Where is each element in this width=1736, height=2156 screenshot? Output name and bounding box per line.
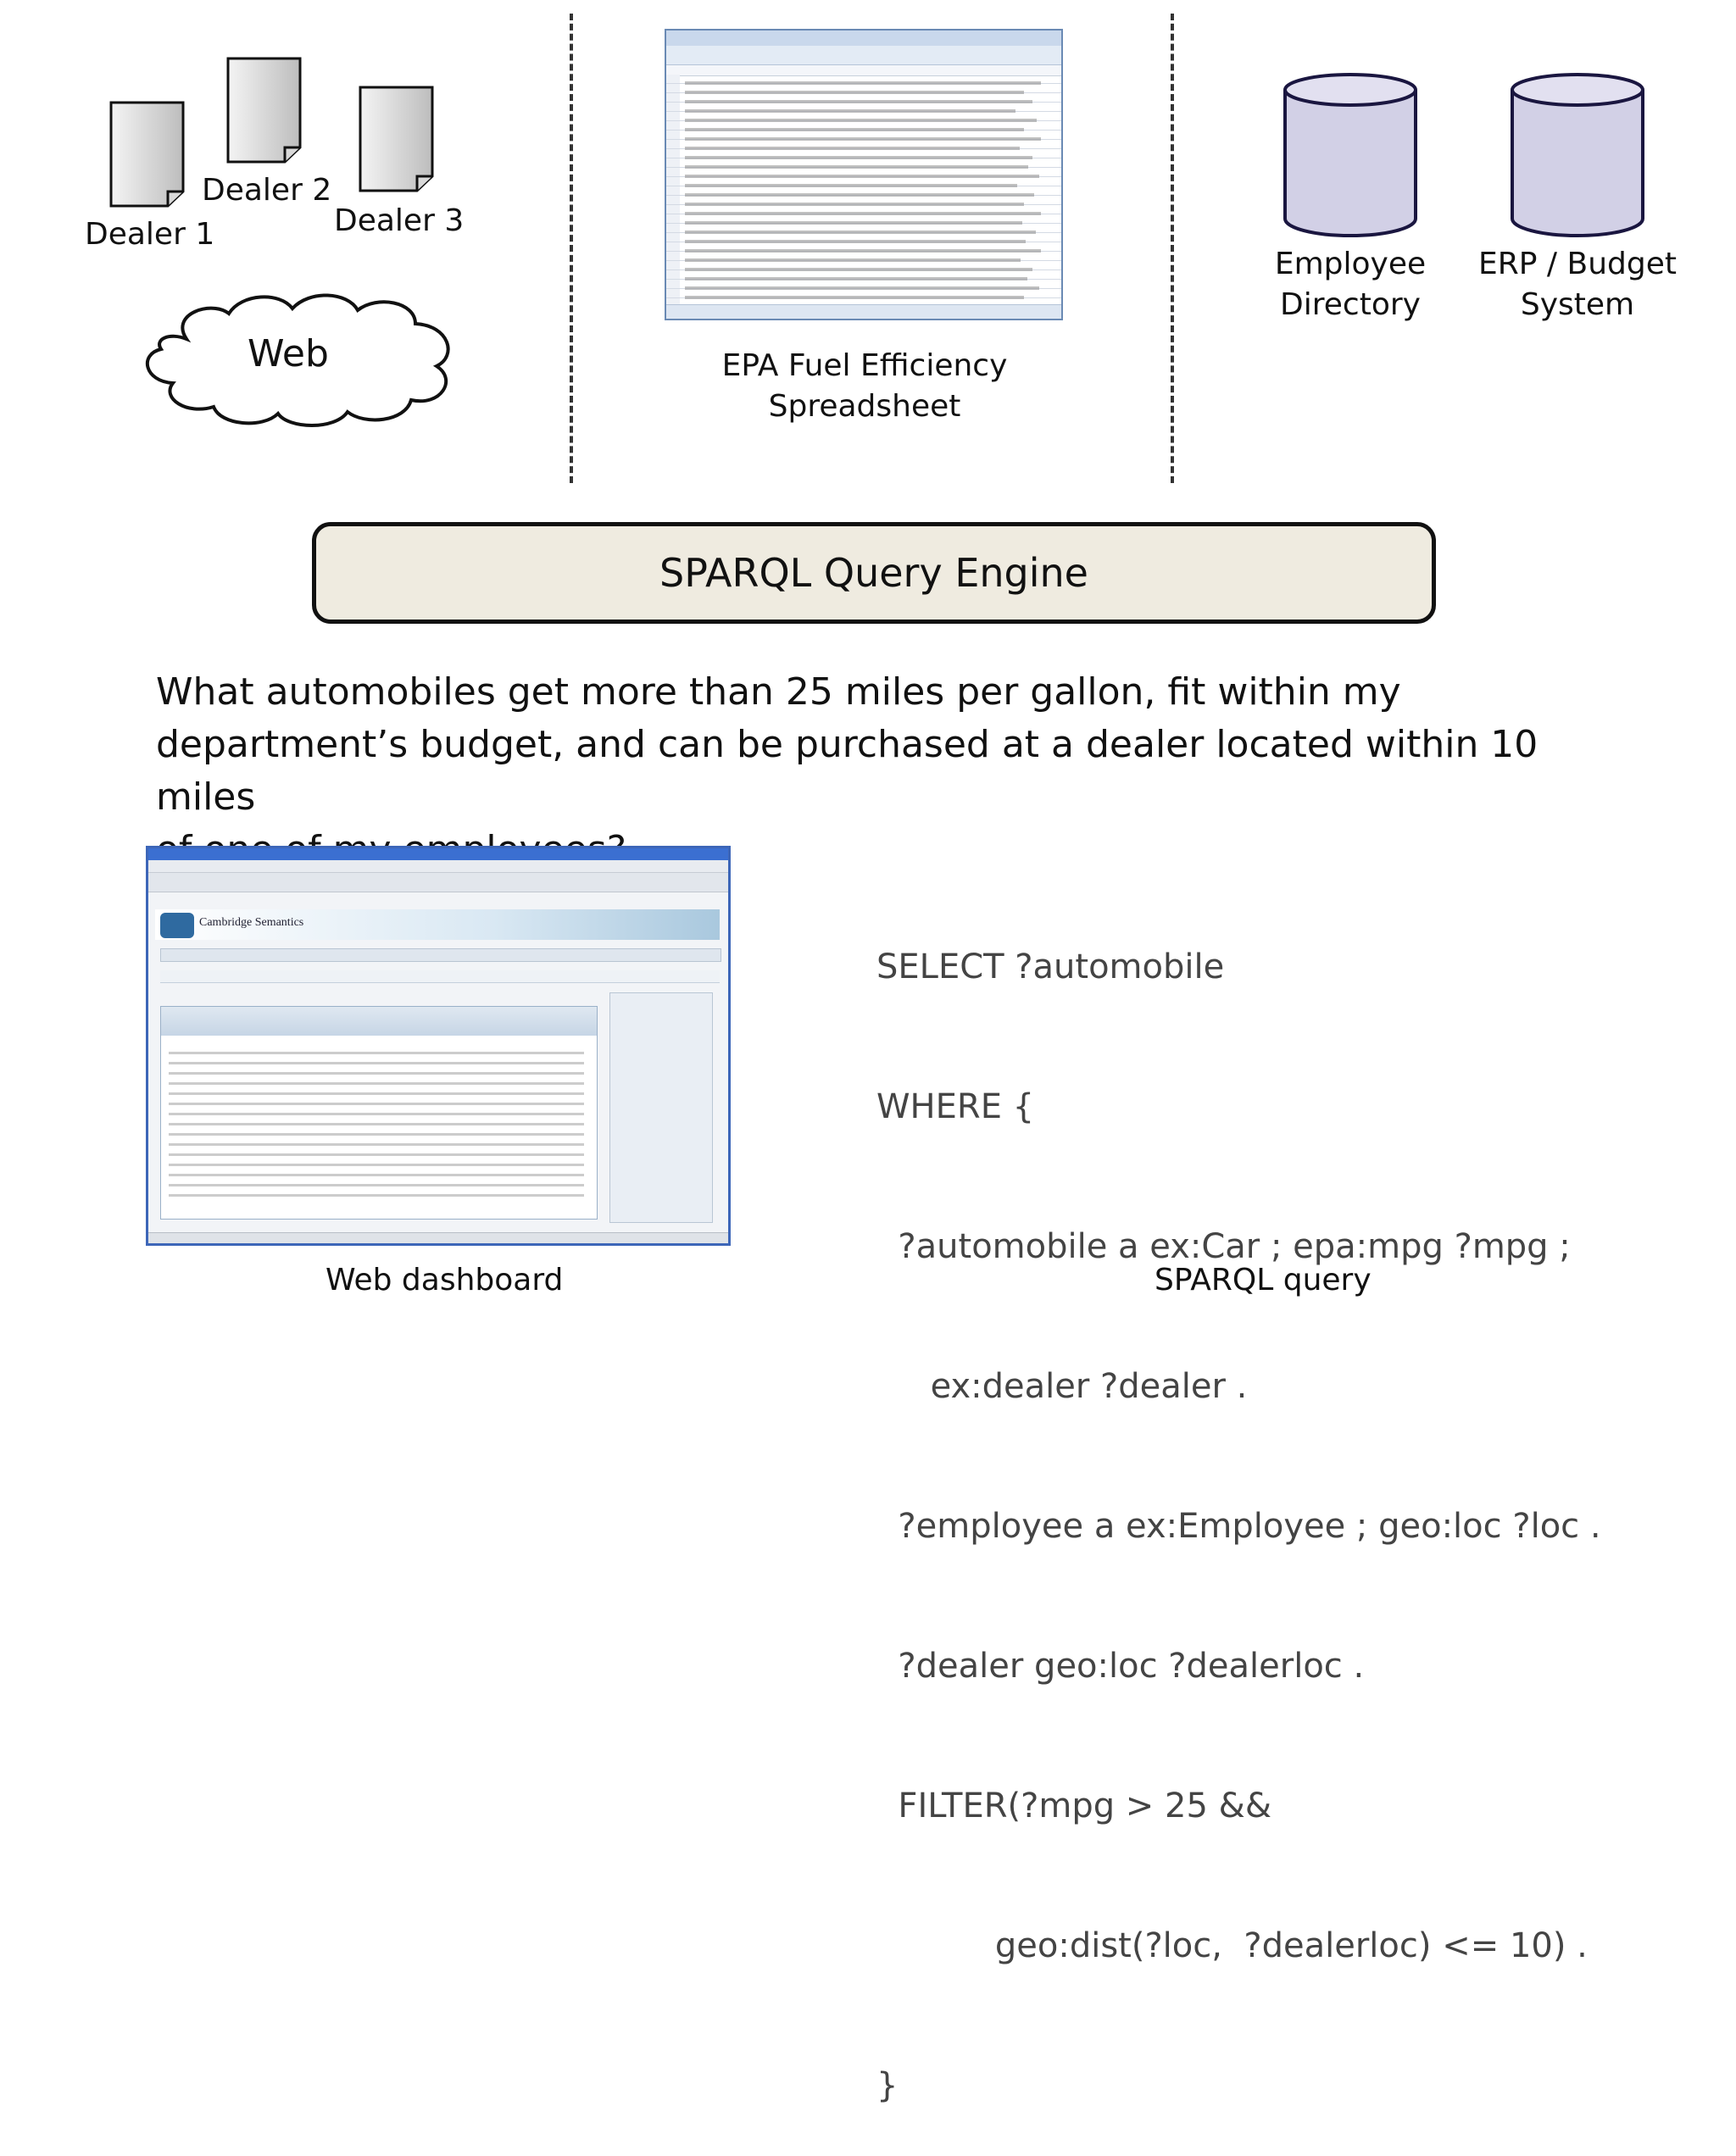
query-line-7: FILTER(?mpg > 25 && [876, 1786, 1272, 1825]
query-line-6: ?dealer geo:loc ?dealerloc . [876, 1647, 1365, 1686]
query-line-9: } [876, 2066, 899, 2105]
web-label: Web [248, 332, 329, 375]
query-line-5: ?employee a ex:Employee ; geo:loc ?loc . [876, 1507, 1601, 1546]
employee-directory-label-line2: Directory [1280, 287, 1421, 322]
erp-label-line2: System [1520, 287, 1635, 322]
dealer-1-document-icon [108, 100, 186, 208]
query-line-1: SELECT ?automobile [876, 947, 1225, 986]
web-cloud-icon [136, 288, 466, 431]
employee-directory-database-icon [1282, 71, 1419, 239]
dealer-1-label: Dealer 1 [85, 217, 215, 252]
sparql-query-engine-box: SPARQL Query Engine [312, 522, 1436, 624]
epa-spreadsheet-screenshot [665, 29, 1063, 320]
dealer-3-document-icon [358, 85, 436, 193]
spreadsheet-label-line2: Spreadsheet [768, 389, 961, 424]
erp-label-line1: ERP / Budget [1478, 247, 1677, 281]
dealer-2-document-icon [225, 56, 303, 164]
section-divider-left [570, 14, 573, 483]
question-line-2: department’s budget, and can be purchase… [156, 723, 1538, 819]
spreadsheet-label-line1: EPA Fuel Efficiency [721, 348, 1008, 383]
question-line-1: What automobiles get more than 25 miles … [156, 670, 1401, 714]
cambridge-logo-icon [160, 913, 194, 938]
erp-budget-database-icon [1509, 71, 1646, 239]
sparql-query-code: SELECT ?automobile WHERE { ?automobile a… [876, 851, 1601, 2156]
engine-label: SPARQL Query Engine [659, 550, 1088, 596]
query-line-4: ex:dealer ?dealer . [876, 1367, 1248, 1406]
question-text: What automobiles get more than 25 miles … [156, 666, 1597, 876]
query-line-8: geo:dist(?loc, ?dealerloc) <= 10) . [876, 1926, 1588, 1965]
query-line-3: ?automobile a ex:Car ; epa:mpg ?mpg ; [876, 1227, 1571, 1266]
section-divider-right [1171, 14, 1174, 483]
dashboard-brand: Cambridge Semantics [199, 916, 304, 929]
dealer-2-label: Dealer 2 [202, 173, 332, 208]
query-line-2: WHERE { [876, 1087, 1035, 1126]
dealer-3-label: Dealer 3 [334, 203, 465, 238]
web-dashboard-caption: Web dashboard [326, 1263, 564, 1297]
web-dashboard-screenshot: Cambridge Semantics [146, 846, 731, 1246]
sparql-query-caption: SPARQL query [1155, 1263, 1372, 1297]
employee-directory-label-line1: Employee [1274, 247, 1427, 281]
